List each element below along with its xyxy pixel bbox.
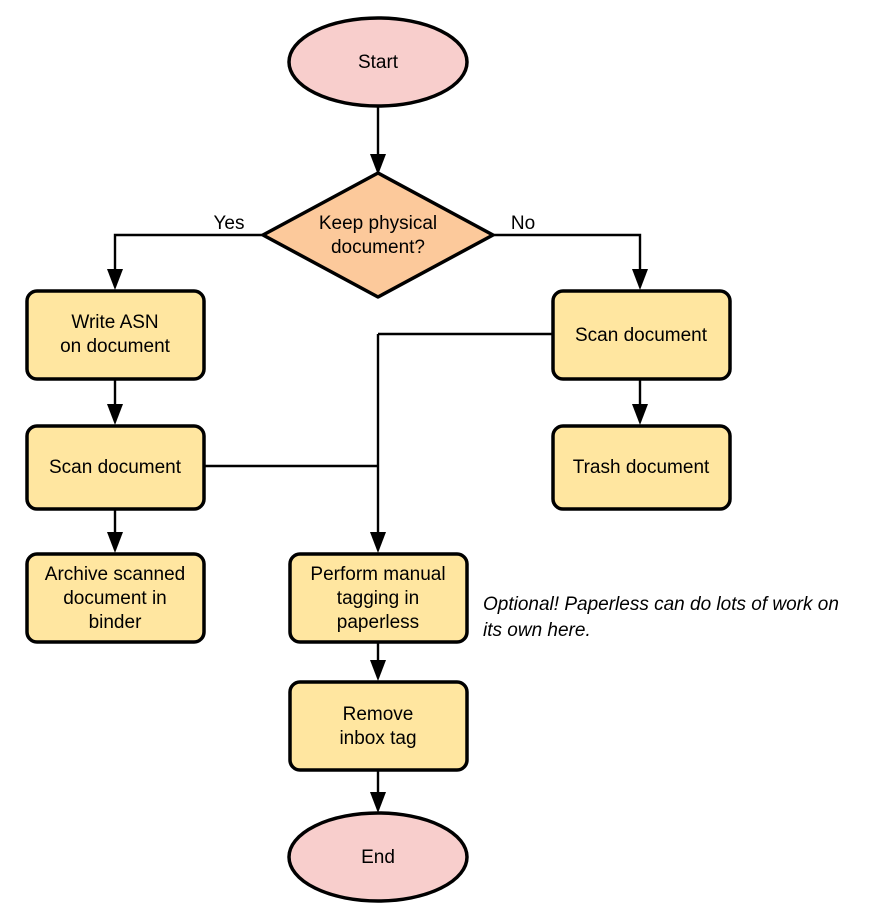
- archive-box[interactable]: [25, 552, 206, 644]
- remove-inbox-label-line1: Remove: [343, 704, 414, 725]
- archive-label-line1: Archive scanned: [45, 564, 185, 585]
- node-end[interactable]: End: [287, 811, 469, 903]
- trash-document-box[interactable]: [551, 424, 732, 511]
- trash-document-label: Trash document: [573, 457, 710, 478]
- scan-document-right-box[interactable]: [551, 289, 732, 381]
- scan-document-left-box[interactable]: [25, 424, 206, 511]
- write-asn-label-line1: Write ASN: [71, 312, 158, 333]
- edge-merge-to-tagging: [370, 334, 386, 553]
- edge-label-yes: Yes: [214, 213, 245, 234]
- scan-document-right-label: Scan document: [575, 325, 708, 346]
- decision-diamond[interactable]: [261, 171, 495, 299]
- optional-note-line2: its own here.: [483, 620, 591, 641]
- edge-scanleft-to-archive: [107, 510, 123, 553]
- tagging-label-line2: tagging in: [337, 588, 419, 609]
- edge-tagging-to-removeinbox: [370, 643, 386, 681]
- write-asn-label-line2: on document: [60, 336, 171, 357]
- edges-layer: [107, 106, 648, 813]
- decision-label-line2: document?: [331, 237, 425, 258]
- edge-removeinbox-to-end: [370, 771, 386, 813]
- edge-label-no: No: [511, 213, 535, 234]
- edge-decision-yes: [107, 233, 263, 290]
- archive-label-line2: document in: [63, 588, 167, 609]
- remove-inbox-label-line2: inbox tag: [339, 728, 416, 749]
- node-trash-document[interactable]: Trash document: [551, 424, 732, 511]
- optional-note-line1: Optional! Paperless can do lots of work …: [483, 594, 839, 615]
- tagging-label-line1: Perform manual: [310, 564, 445, 585]
- remove-inbox-tag-box[interactable]: [288, 680, 469, 772]
- write-asn-box[interactable]: [25, 289, 206, 381]
- end-label: End: [361, 847, 395, 868]
- edge-writeasn-to-scanleft: [107, 380, 123, 425]
- annotation-optional-note: Optional! Paperless can do lots of work …: [483, 594, 839, 641]
- tagging-box[interactable]: [288, 552, 469, 644]
- node-decision-keep-physical-document[interactable]: Keep physical document?: [261, 171, 495, 299]
- node-start[interactable]: Start: [287, 16, 469, 108]
- node-scan-document-left[interactable]: Scan document: [25, 424, 206, 511]
- node-remove-inbox-tag[interactable]: Remove inbox tag: [288, 680, 469, 772]
- decision-label-line1: Keep physical: [319, 213, 437, 234]
- tagging-label-line3: paperless: [337, 612, 419, 633]
- node-scan-document-right[interactable]: Scan document: [551, 289, 732, 381]
- edge-start-to-decision: [370, 106, 386, 175]
- end-ellipse[interactable]: [287, 811, 469, 903]
- archive-label-line3: binder: [89, 612, 142, 633]
- edge-scanright-to-trash: [632, 380, 648, 425]
- edge-labels-layer: Yes No: [214, 213, 536, 234]
- start-label: Start: [358, 52, 399, 73]
- node-perform-manual-tagging[interactable]: Perform manual tagging in paperless: [288, 552, 469, 644]
- start-ellipse[interactable]: [287, 16, 469, 108]
- node-archive-scanned-document[interactable]: Archive scanned document in binder: [25, 552, 206, 644]
- edge-decision-no: [493, 233, 648, 290]
- node-write-asn[interactable]: Write ASN on document: [25, 289, 206, 381]
- scan-document-left-label: Scan document: [49, 457, 182, 478]
